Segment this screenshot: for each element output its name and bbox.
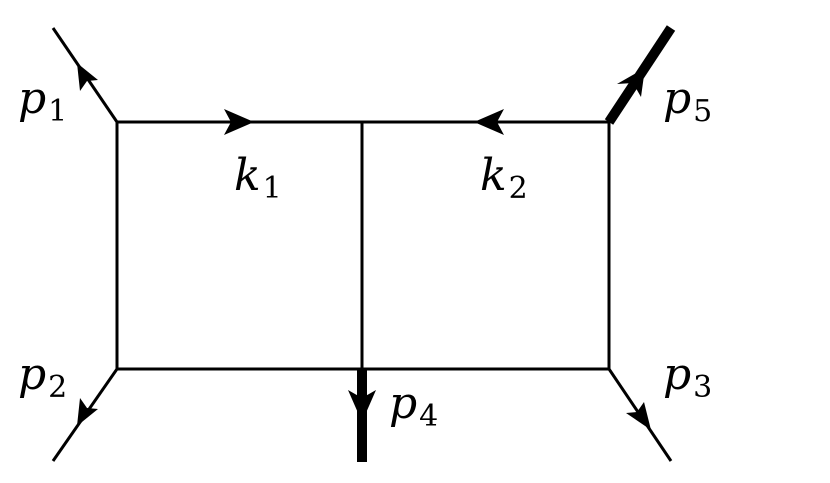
arrow-k1 (224, 109, 254, 135)
label-p1: p1 (18, 73, 67, 129)
arrow-p3 (626, 402, 651, 430)
arrow-p1 (77, 63, 98, 91)
arrow-p2 (77, 398, 98, 426)
label-p5: p5 (663, 73, 712, 129)
arrow-p4 (348, 390, 376, 422)
label-p2: p2 (18, 349, 67, 405)
arrow-k2 (474, 109, 504, 135)
arrow-p5 (617, 68, 645, 97)
label-k2: k2 (480, 150, 528, 206)
label-p4: p4 (389, 378, 438, 434)
label-p3: p3 (663, 349, 712, 405)
label-k1: k1 (234, 150, 282, 206)
